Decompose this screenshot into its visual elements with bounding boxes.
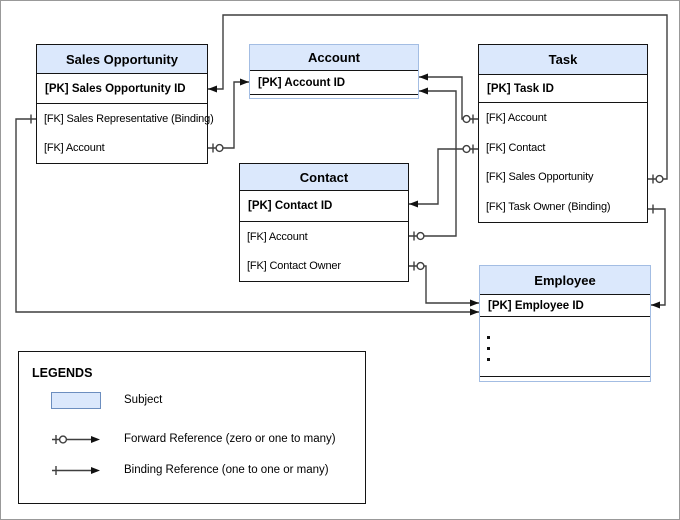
legend-label-binding-reference: Binding Reference (one to one or many) [124, 464, 329, 476]
legend-title: LEGENDS [32, 366, 93, 380]
entity-title: Employee [480, 266, 650, 295]
ellipsis-dot [487, 347, 490, 350]
entity-pk-row: [PK] Sales Opportunity ID [37, 74, 207, 104]
entity-fk-row: [FK] Contact [486, 141, 546, 154]
entity-employee: Employee[PK] Employee ID [479, 265, 651, 382]
entity-pk-row: [PK] Contact ID [240, 191, 408, 222]
binding-reference-icon [52, 466, 100, 475]
subject-swatch-icon [51, 392, 101, 409]
entity-title: Sales Opportunity [37, 45, 207, 74]
entity-sales-opportunity: Sales Opportunity[PK] Sales Opportunity … [36, 44, 214, 164]
legend-label-subject: Subject [124, 394, 163, 406]
entity-fk-row: [FK] Task Owner (Binding) [486, 201, 611, 214]
entity-title: Account [250, 45, 418, 71]
arrowhead-icon [470, 308, 479, 316]
arrowhead-icon [419, 73, 428, 81]
entity-fk-row: [FK] Account [247, 230, 308, 243]
entity-fk-rows: [FK] Sales Representative (Binding) [FK] … [37, 104, 214, 163]
entity-fk-row: [FK] Sales Opportunity [486, 171, 594, 184]
entity-fk-row: [FK] Contact Owner [247, 260, 341, 273]
ellipsis-dot [487, 358, 490, 361]
arrowhead-icon [419, 87, 428, 95]
entity-fk-rows: [FK] Account [FK] Contact Owner [240, 222, 408, 281]
entity-task: Task[PK] Task ID [FK] Account [FK] Contact… [478, 44, 648, 223]
entity-title: Contact [240, 164, 408, 191]
arrowhead-icon [470, 299, 479, 307]
entity-account: Account[PK] Account ID [249, 44, 419, 99]
arrowhead-icon [409, 200, 418, 208]
legend-box: LEGENDS Subject Forward Reference (zero … [18, 351, 366, 504]
connector-salesopp-account-to-account [208, 78, 249, 153]
connector-contact-owner-to-employee [409, 261, 479, 307]
entity-pk-row: [PK] Account ID [250, 71, 418, 95]
entity-bottom-strip [480, 377, 650, 381]
connector-task-account-to-account [419, 73, 478, 124]
entity-title: Task [479, 45, 647, 75]
entity-fk-row: [FK] Sales Representative (Binding) [44, 112, 214, 125]
arrowhead-icon [240, 78, 249, 86]
connector-contact-account-to-account [409, 87, 457, 241]
arrowhead-icon [208, 85, 217, 93]
entity-pk-row: [PK] Employee ID [480, 295, 650, 317]
connector-task-contact-to-contact [409, 144, 478, 208]
entity-fk-rows: [FK] Account [FK] Contact [FK] Sales Oppor… [479, 103, 647, 222]
entity-fk-row: [FK] Account [44, 142, 105, 155]
arrowhead-icon [651, 301, 660, 309]
ellipsis-dot [487, 336, 490, 339]
entity-contact: Contact[PK] Contact ID [FK] Account [FK] C… [239, 163, 409, 282]
entity-bottom-strip [250, 95, 418, 98]
entity-pk-row: [PK] Task ID [479, 75, 647, 103]
legend-label-forward-reference: Forward Reference (zero or one to many) [124, 433, 336, 445]
forward-reference-icon [52, 435, 100, 444]
entity-ellipsis-rows [480, 317, 650, 377]
entity-fk-row: [FK] Account [486, 111, 547, 124]
